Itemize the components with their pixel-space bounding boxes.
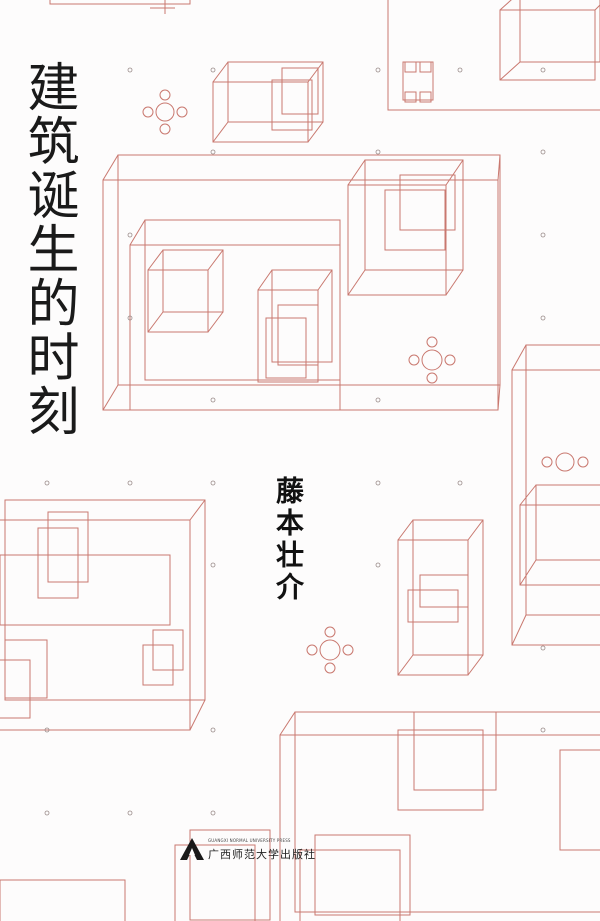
publisher-chinese-name: 广西师范大学出版社 bbox=[208, 848, 316, 861]
publisher-english-name: GUANGXI NORMAL UNIVERSITY PRESS bbox=[208, 838, 291, 843]
book-title: 建筑诞生的时刻 bbox=[18, 60, 78, 438]
mountain-a-logo-icon bbox=[180, 838, 204, 860]
book-author: 藤本壮介 bbox=[272, 476, 305, 604]
publisher-mark: GUANGXI NORMAL UNIVERSITY PRESS 广西师范大学出版… bbox=[180, 838, 340, 884]
